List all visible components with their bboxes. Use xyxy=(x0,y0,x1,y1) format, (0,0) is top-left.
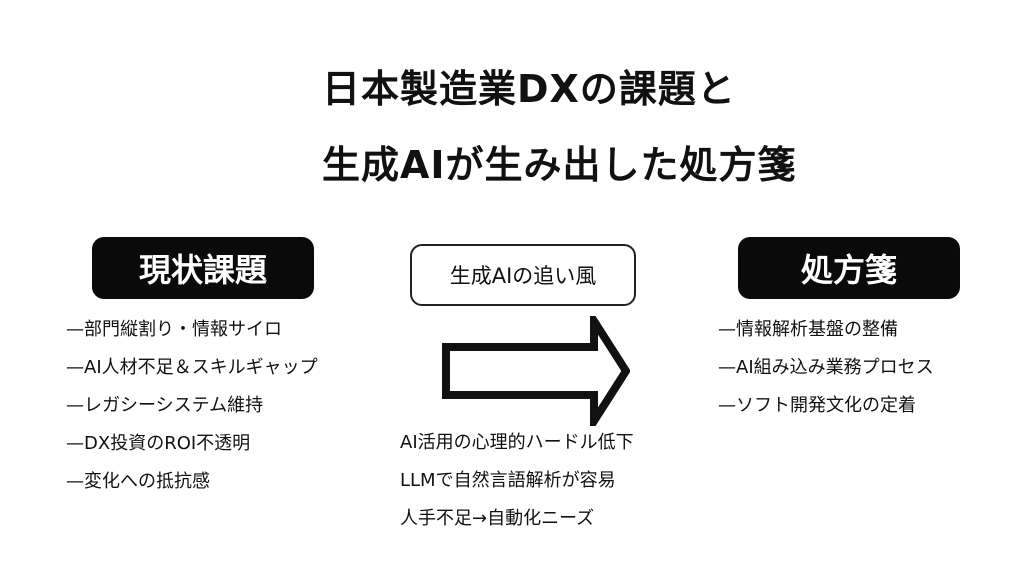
prescription-label: 処方箋 xyxy=(738,237,960,299)
issue-item: —DX投資のROI不透明 xyxy=(66,433,251,454)
tailwind-label: 生成AIの追い風 xyxy=(410,244,636,306)
tailwind-item: 人手不足→自動化ニーズ xyxy=(400,508,595,529)
tailwind-item: AI活用の心理的ハードル低下 xyxy=(400,432,634,453)
tailwind-item: LLMで自然言語解析が容易 xyxy=(400,470,616,491)
issues-label: 現状課題 xyxy=(92,237,314,299)
issue-item: —変化への抵抗感 xyxy=(66,471,210,492)
issue-item: —AI人材不足＆スキルギャップ xyxy=(66,357,318,378)
issue-item: —レガシーシステム維持 xyxy=(66,395,264,416)
tailwind-list: AI活用の心理的ハードル低下 LLMで自然言語解析が容易 人手不足→自動化ニーズ xyxy=(400,424,634,538)
issues-list: —部門縦割り・情報サイロ —AI人材不足＆スキルギャップ —レガシーシステム維持… xyxy=(66,311,318,501)
title-line-1: 日本製造業DXの課題と xyxy=(322,67,736,111)
title-line-2: 生成AIが生み出した処方箋 xyxy=(322,143,797,187)
right-arrow-outline-icon xyxy=(442,316,630,426)
prescription-item: —AI組み込み業務プロセス xyxy=(718,357,934,378)
prescription-item: —情報解析基盤の整備 xyxy=(718,319,898,340)
prescription-item: —ソフト開発文化の定着 xyxy=(718,395,916,416)
prescription-list: —情報解析基盤の整備 —AI組み込み業務プロセス —ソフト開発文化の定着 xyxy=(718,311,934,425)
issue-item: —部門縦割り・情報サイロ xyxy=(66,319,282,340)
